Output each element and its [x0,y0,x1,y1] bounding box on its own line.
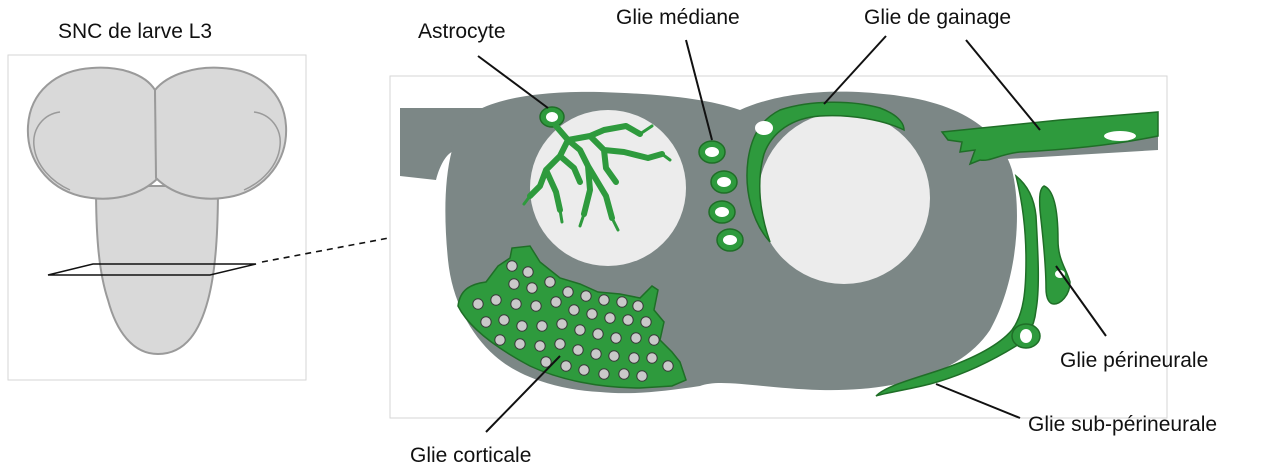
cortical-nucleus [605,313,615,323]
cortical-nucleus [535,341,545,351]
cortical-nucleus [593,329,603,339]
cortical-nucleus [551,297,561,307]
median-glia-label: Glie médiane [616,6,740,29]
cortical-nucleus [563,287,573,297]
cortical-nucleus [587,309,597,319]
cortical-nucleus [569,305,579,315]
cortical-nucleus [599,295,609,305]
cortical-nucleus [515,339,525,349]
cortical-nucleus [581,291,591,301]
cortical-nucleus [629,353,639,363]
right-neuropil [758,112,930,284]
cortical-nucleus [557,319,567,329]
cortical-nucleus [633,301,643,311]
left-brain-hemisphere [28,68,158,199]
cortical-nucleus [647,353,657,363]
ensheathing-glia-label: Glie de gainage [864,6,1011,29]
cortical-nucleus [609,351,619,361]
cortical-nucleus [527,283,537,293]
cortical-nucleus [481,317,491,327]
cortical-nucleus [561,361,571,371]
cortical-nucleus [637,371,647,381]
cortical-nucleus [619,369,629,379]
cns-title: SNC de larve L3 [58,20,212,43]
cortical-nucleus [473,299,483,309]
cortical-nucleus [531,301,541,311]
cortical-nucleus [507,261,517,271]
cortical-nucleus [591,349,601,359]
hemisphere-midline [155,92,156,176]
cortical-glia-label: Glie corticale [410,444,531,467]
right-brain-hemisphere [155,68,286,199]
cortical-nucleus [663,361,673,371]
subperineurial-glia-label: Glie sub-périneurale [1028,413,1217,436]
cortical-nucleus [573,345,583,355]
cortical-nucleus [523,267,533,277]
cortical-nucleus [495,335,505,345]
cortical-nucleus [617,297,627,307]
cortical-nucleus [599,369,609,379]
cortical-nucleus [491,295,501,305]
cortical-nucleus [611,333,621,343]
cortical-nucleus [545,277,555,287]
cortical-nucleus [537,321,547,331]
cortical-nucleus [623,315,633,325]
cortical-nucleus [641,317,651,327]
cortical-nucleus [511,299,521,309]
perineurial-glia-label: Glie périneurale [1060,349,1208,372]
cortical-nucleus [499,315,509,325]
cortical-nucleus [649,335,659,345]
cortical-nucleus [579,365,589,375]
cortical-nucleus [555,339,565,349]
cortical-nucleus [509,279,519,289]
cortical-nucleus [517,321,527,331]
cortical-nucleus [631,333,641,343]
astrocyte-label: Astrocyte [418,20,506,43]
cortical-nucleus [575,325,585,335]
